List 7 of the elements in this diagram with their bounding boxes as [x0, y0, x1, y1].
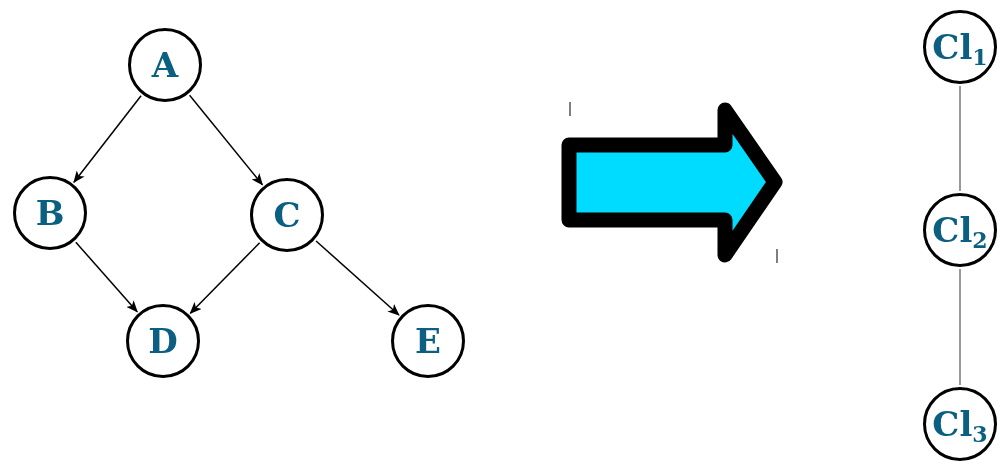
- connector-line: [959, 268, 961, 386]
- arrow: [73, 95, 142, 183]
- arrow: [188, 94, 264, 186]
- arrow: [189, 242, 261, 314]
- arrow: [315, 240, 400, 316]
- arrow: [75, 241, 138, 313]
- connector-line: [959, 85, 961, 192]
